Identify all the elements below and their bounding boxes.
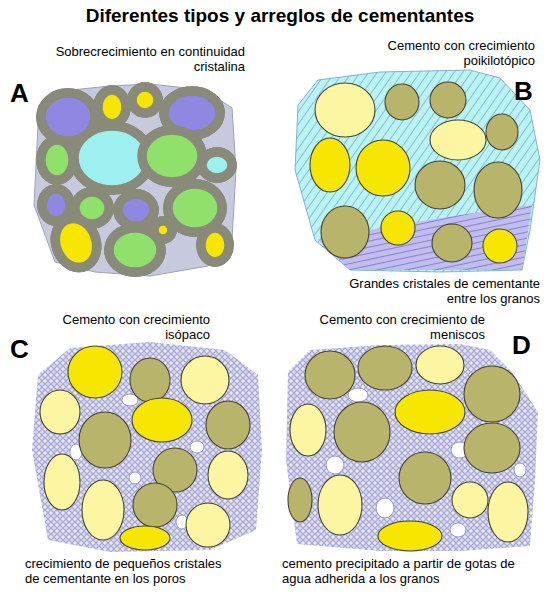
grain [321, 206, 369, 258]
poikilotopic-cement [295, 70, 540, 272]
grain [474, 162, 522, 218]
grain [486, 114, 518, 150]
panel-heading: Cemento con crecimiento isópaco [35, 312, 210, 342]
grain [464, 366, 520, 422]
panel-heading: Cemento con crecimiento de meniscos [275, 312, 485, 342]
meniscus-cement [376, 498, 394, 518]
grain [395, 390, 465, 434]
panel-letter: D [512, 330, 536, 360]
isopachous-cement [32, 342, 262, 552]
meniscus-cement [450, 523, 466, 537]
grain [381, 211, 415, 245]
grain [416, 346, 464, 384]
grain [288, 346, 528, 551]
grain [44, 454, 80, 510]
grain [40, 390, 80, 434]
quartz-grain [41, 87, 232, 273]
grain [334, 402, 390, 462]
grain [79, 412, 131, 468]
grain [133, 483, 177, 527]
meniscus-cement [348, 388, 368, 402]
panel-heading: Cemento con crecimiento poikilotópico [350, 38, 535, 68]
panel-caption: cemento precipitado a partir de gotas de… [282, 556, 522, 586]
grain [68, 346, 122, 398]
grain [82, 480, 124, 540]
grain [318, 475, 362, 535]
quartz-grain [41, 87, 232, 273]
grain [310, 138, 350, 192]
grain [310, 82, 522, 263]
grain [430, 82, 466, 118]
grain [181, 356, 229, 404]
poikilotopic-cement [295, 70, 540, 272]
grain [430, 120, 486, 160]
grain [206, 401, 250, 449]
panel-caption: Grandes cristales de cementante entre lo… [325, 276, 540, 306]
grain [415, 161, 465, 209]
isopachous-cement [129, 472, 141, 484]
meniscus-cement [286, 344, 538, 551]
grain [452, 482, 488, 518]
grain [40, 346, 250, 550]
panel-heading: Sobrecrecimiento en continuidad cristali… [30, 44, 245, 74]
panel-caption: crecimiento de pequeños cristales de cem… [25, 556, 237, 586]
grain [186, 503, 230, 547]
grain [132, 398, 192, 442]
grain [315, 83, 375, 137]
grain [399, 452, 451, 504]
grain [305, 351, 355, 399]
overgrowth [41, 87, 232, 273]
panel-letter: B [514, 76, 538, 106]
cement-a [34, 84, 236, 276]
meniscus-cement [514, 463, 526, 477]
grain [358, 346, 412, 390]
grain [488, 482, 528, 542]
grain [120, 526, 170, 550]
grain [356, 140, 410, 196]
grain [290, 404, 326, 456]
meniscus-cement [286, 344, 538, 551]
grain [432, 224, 472, 262]
meniscus-cement [326, 456, 344, 474]
isopachous-cement [190, 441, 204, 453]
grain [378, 521, 442, 551]
grain [208, 451, 248, 499]
grain [130, 358, 170, 402]
panel-letter: C [10, 334, 34, 364]
title: Diferentes tipos y arreglos de cementant… [0, 4, 560, 28]
isopachous-cement [32, 342, 262, 552]
panel-letter: A [10, 78, 34, 108]
grain [288, 478, 312, 522]
grain [483, 229, 517, 263]
grain [464, 423, 520, 473]
cement-a [34, 84, 236, 276]
grain [385, 84, 419, 120]
